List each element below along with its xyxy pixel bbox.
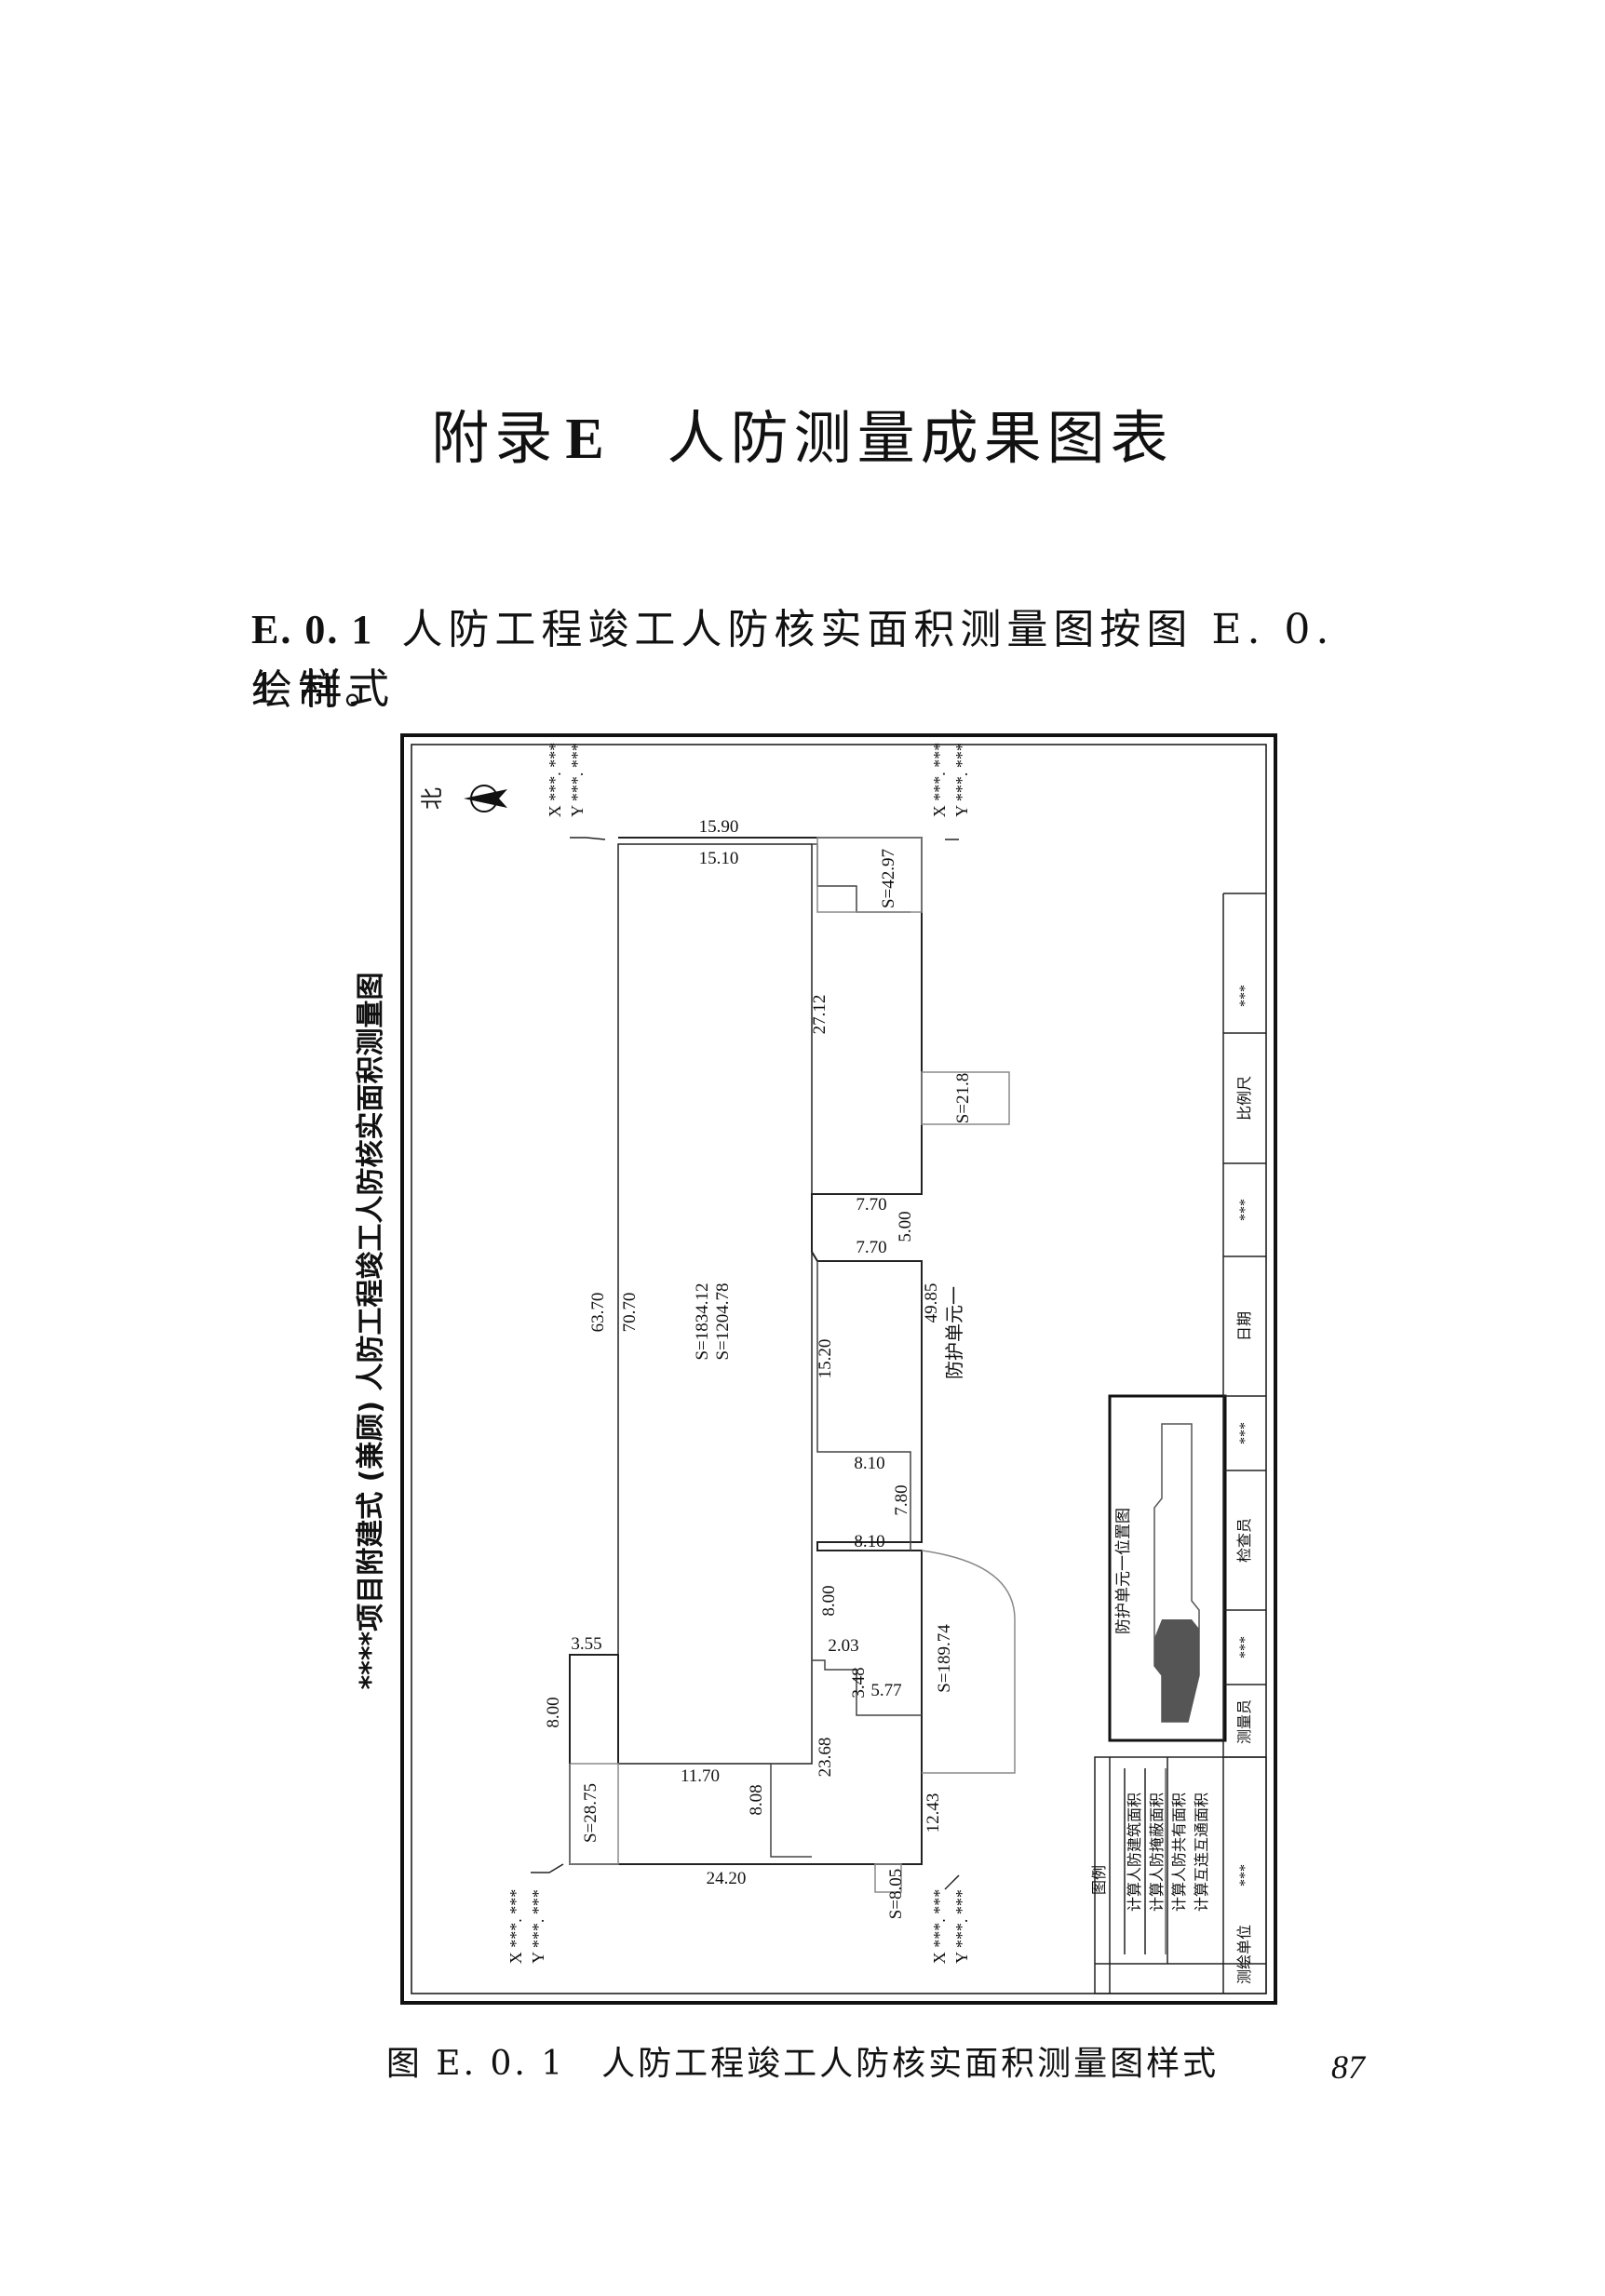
outer-frame <box>400 733 1277 2005</box>
dim-3-48: 3.48 <box>849 1667 869 1698</box>
legend-title: 图例 <box>1091 1865 1108 1895</box>
dim-63-70: 63.70 <box>588 1293 608 1333</box>
area-main-2: S=1204.78 <box>713 1282 733 1360</box>
clause-text-line1: 人防工程竣工人防核实面积测量图按图 E. 0. 1 样式 <box>251 606 1335 713</box>
clause-text-line2: 绘制。 <box>251 666 391 714</box>
area-arc-room: S=189.74 <box>935 1624 954 1693</box>
unit-value: *** <box>1237 1864 1253 1886</box>
date-value: *** <box>1237 1199 1253 1221</box>
inner-bottom-line <box>618 1763 812 1858</box>
coord-x-bottom-right: X ***. *** <box>930 1889 949 1965</box>
checker-label: 检查员 <box>1236 1518 1253 1563</box>
legend-item-3: 计算人防共有面积 <box>1170 1792 1188 1912</box>
dim-70-70: 70.70 <box>620 1293 640 1333</box>
unit-name-label: 测绘单位 <box>1236 1925 1253 1984</box>
dim-15-20: 15.20 <box>816 1339 835 1379</box>
coord-x-bottom-left: X ***. *** <box>506 1889 525 1965</box>
north-arrow-icon <box>464 785 507 812</box>
inner-mid-step <box>816 1261 911 1551</box>
dim-8-08: 8.08 <box>747 1784 766 1815</box>
area-right-box: S=21.8 <box>953 1073 973 1124</box>
drawing-title: ****项目附建式 (兼顾) 人防工程竣工人防核实面积测量图 <box>355 972 387 1689</box>
dim-11-70: 11.70 <box>681 1766 720 1786</box>
checker-value: *** <box>1237 1422 1253 1444</box>
arc-room-outline <box>921 1550 1016 1774</box>
legend-item-4: 计算互连互通面积 <box>1193 1792 1210 1912</box>
clause-number: E. 0. 1 <box>251 607 374 652</box>
area-right-box <box>921 1071 1010 1125</box>
location-label: 防护单元一位置图 <box>1114 1508 1133 1634</box>
dim-8-00-left: 8.00 <box>544 1697 563 1727</box>
area-small-bottom: S=8.05 <box>886 1869 906 1920</box>
dim-8-10-b: 8.10 <box>854 1532 884 1551</box>
dim-5-00: 5.00 <box>896 1211 915 1242</box>
dim-8-10-a: 8.10 <box>854 1454 884 1473</box>
figure-caption: 图 E. 0. 1 人防工程竣工人防核实面积测量图样式 <box>385 2045 1220 2083</box>
left-room-box <box>569 1763 619 1865</box>
appendix-prefix: 附录 <box>431 404 559 472</box>
coord-y-bottom-right: Y ***. *** <box>952 1889 971 1964</box>
dim-7-80: 7.80 <box>892 1484 911 1515</box>
dim-27-12: 27.12 <box>810 995 829 1035</box>
appendix-title: 人防测量成果图表 <box>667 404 1174 472</box>
scale-label: 比例尺 <box>1236 1076 1253 1121</box>
scale-value: *** <box>1237 985 1253 1007</box>
legend-block <box>1094 1756 1267 1994</box>
coord-x-top-right: X ***. *** <box>930 743 949 818</box>
coord-x-top-left: X ***. *** <box>546 743 564 818</box>
dim-3-55: 3.55 <box>571 1634 601 1654</box>
dim-2-03: 2.03 <box>828 1636 858 1656</box>
dim-15-10: 15.10 <box>699 849 739 868</box>
location-hatched-unit-icon <box>1154 1619 1199 1722</box>
leader-bottom-right <box>944 1874 960 1890</box>
surveyor-label: 测量员 <box>1236 1699 1253 1744</box>
dim-5-77: 5.77 <box>870 1681 901 1700</box>
coord-y-top-right: Y ***. *** <box>952 743 971 817</box>
area-top-right-box <box>816 837 923 913</box>
leader-top-left <box>570 837 606 840</box>
building-outline <box>569 837 923 1865</box>
unit-label: 防护单元一 <box>943 1286 965 1379</box>
dim-49-85: 49.85 <box>922 1283 941 1323</box>
area-left-room: S=28.75 <box>581 1783 600 1843</box>
inner-lower-step <box>811 1551 922 1716</box>
dim-7-70-b: 7.70 <box>856 1238 886 1257</box>
north-label: 北 <box>419 787 445 810</box>
page-number: 87 <box>1331 2048 1365 2086</box>
small-bottom-box <box>874 1863 902 1893</box>
dim-7-70-a: 7.70 <box>856 1195 886 1215</box>
inner-frame <box>411 744 1267 1994</box>
dim-23-68: 23.68 <box>816 1738 835 1778</box>
appendix-letter: E <box>565 408 610 471</box>
legend-item-1: 计算人防建筑面积 <box>1126 1792 1143 1912</box>
dim-12-43: 12.43 <box>924 1793 943 1833</box>
dim-24-20: 24.20 <box>707 1869 747 1888</box>
dim-15-90: 15.90 <box>699 817 739 837</box>
leader-bottom-left <box>531 1863 564 1873</box>
date-label: 日期 <box>1236 1311 1253 1341</box>
surveyor-value: *** <box>1237 1636 1253 1658</box>
area-top-right: S=42.97 <box>879 849 898 908</box>
legend-item-2: 计算人防掩蔽面积 <box>1148 1792 1166 1912</box>
coord-y-top-left: Y ***. *** <box>568 743 587 817</box>
coord-y-bottom-left: Y ***. *** <box>529 1889 547 1964</box>
area-main-1: S=1834.12 <box>693 1282 712 1360</box>
dim-8-00-right: 8.00 <box>819 1585 839 1616</box>
